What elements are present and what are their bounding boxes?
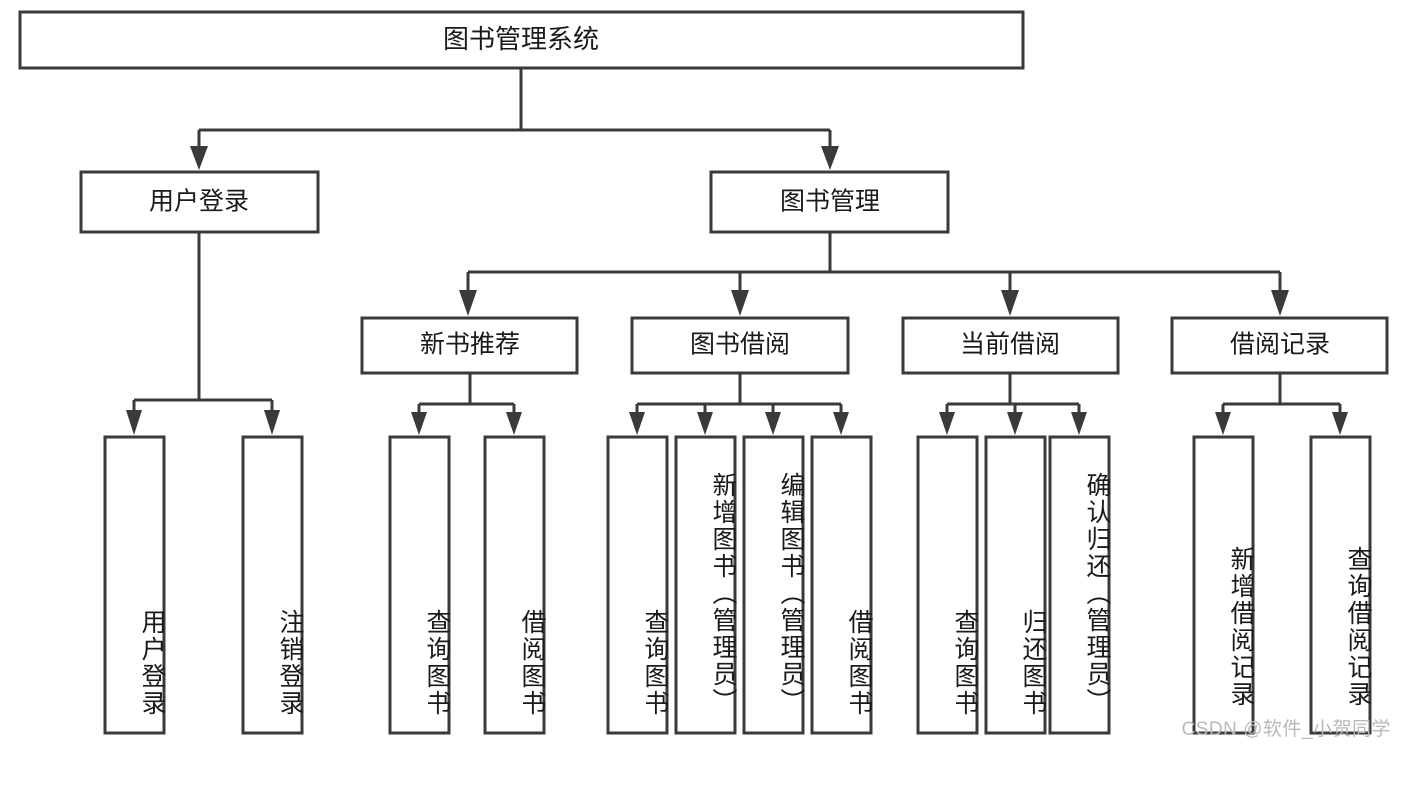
node-borrow-record[interactable]: 借阅记录 xyxy=(1170,316,1389,375)
arrowhead-user-login xyxy=(190,146,208,170)
node-borrow-record-label: 借阅记录 xyxy=(1230,331,1330,359)
arrowhead-current-leaf-2 xyxy=(1007,412,1023,435)
arrowhead-record xyxy=(1271,290,1289,316)
arrowhead-borrow-leaf-2 xyxy=(697,412,713,435)
arrowhead-borrow xyxy=(731,290,749,316)
node-current-borrow-label: 当前借阅 xyxy=(960,331,1060,359)
node-new-book-recommend-label: 新书推荐 xyxy=(420,331,520,359)
leaf-box-borrow-book-new[interactable] xyxy=(483,435,546,735)
node-new-book-recommend-box[interactable] xyxy=(360,316,579,375)
arrowhead-book-mgmt xyxy=(821,146,839,170)
leaf-box-user-login[interactable] xyxy=(103,435,166,735)
arrowhead-borrow-leaf-4 xyxy=(833,412,849,435)
arrowhead-current-leaf-3 xyxy=(1071,412,1087,435)
arrowhead-newbook-leaf-1 xyxy=(411,412,427,435)
leaf-box-edit-book-admin[interactable] xyxy=(742,435,805,735)
node-book-borrow-box[interactable] xyxy=(630,316,850,375)
node-book-borrow-label: 图书借阅 xyxy=(690,331,790,359)
leaf-box-add-borrow-record[interactable] xyxy=(1192,435,1255,735)
leaf-box-confirm-return-admin[interactable] xyxy=(1048,435,1111,735)
node-book-management-label: 图书管理 xyxy=(780,188,880,216)
node-current-borrow-box[interactable] xyxy=(901,316,1120,375)
arrowhead-borrow-leaf-1 xyxy=(629,412,645,435)
node-user-login-label: 用户登录 xyxy=(149,188,249,216)
node-book-management[interactable]: 图书管理 xyxy=(709,170,950,234)
leaf-box-query-book-new[interactable] xyxy=(388,435,451,735)
node-user-login-box[interactable] xyxy=(79,170,320,234)
node-root-label: 图书管理系统 xyxy=(443,24,599,54)
node-root-box[interactable] xyxy=(18,10,1025,70)
leaf-box-logout[interactable] xyxy=(241,435,304,735)
connector-layer xyxy=(126,68,1348,435)
leaf-box-borrow-book[interactable] xyxy=(810,435,873,735)
arrowhead-newbook xyxy=(459,290,477,316)
node-borrow-record-box[interactable] xyxy=(1170,316,1389,375)
node-book-borrow[interactable]: 图书借阅 xyxy=(630,316,850,375)
node-current-borrow[interactable]: 当前借阅 xyxy=(901,316,1120,375)
leaf-layer xyxy=(103,435,1372,735)
arrowhead-leaf-user-login xyxy=(126,410,142,435)
arrowhead-current-leaf-1 xyxy=(939,412,955,435)
arrowhead-borrow-leaf-3 xyxy=(765,412,781,435)
leaf-box-query-borrow-record[interactable] xyxy=(1309,435,1372,735)
leaf-box-add-book-admin[interactable] xyxy=(674,435,737,735)
node-new-book-recommend[interactable]: 新书推荐 xyxy=(360,316,579,375)
leaf-box-return-book[interactable] xyxy=(984,435,1047,735)
leaf-box-query-book-current[interactable] xyxy=(916,435,979,735)
flowchart-svg: 图书管理系统 用户登录 图书管理 新书推荐 图书借阅 当前借阅 借阅记录 xyxy=(18,10,1389,735)
csdn-watermark: CSDN @软件_小贺同学 xyxy=(1181,719,1391,740)
arrowhead-leaf-logout xyxy=(264,410,280,435)
arrowhead-current xyxy=(1001,290,1019,316)
arrowhead-newbook-leaf-2 xyxy=(506,412,522,435)
arrowhead-record-leaf-1 xyxy=(1215,412,1231,435)
leaf-box-query-book-borrow[interactable] xyxy=(606,435,669,735)
arrowhead-record-leaf-2 xyxy=(1332,412,1348,435)
node-root[interactable]: 图书管理系统 xyxy=(18,10,1025,70)
flowchart-canvas: 图书管理系统 用户登录 图书管理 新书推荐 图书借阅 当前借阅 借阅记录 xyxy=(18,10,1391,740)
node-user-login[interactable]: 用户登录 xyxy=(79,170,320,234)
node-book-management-box[interactable] xyxy=(709,170,950,234)
